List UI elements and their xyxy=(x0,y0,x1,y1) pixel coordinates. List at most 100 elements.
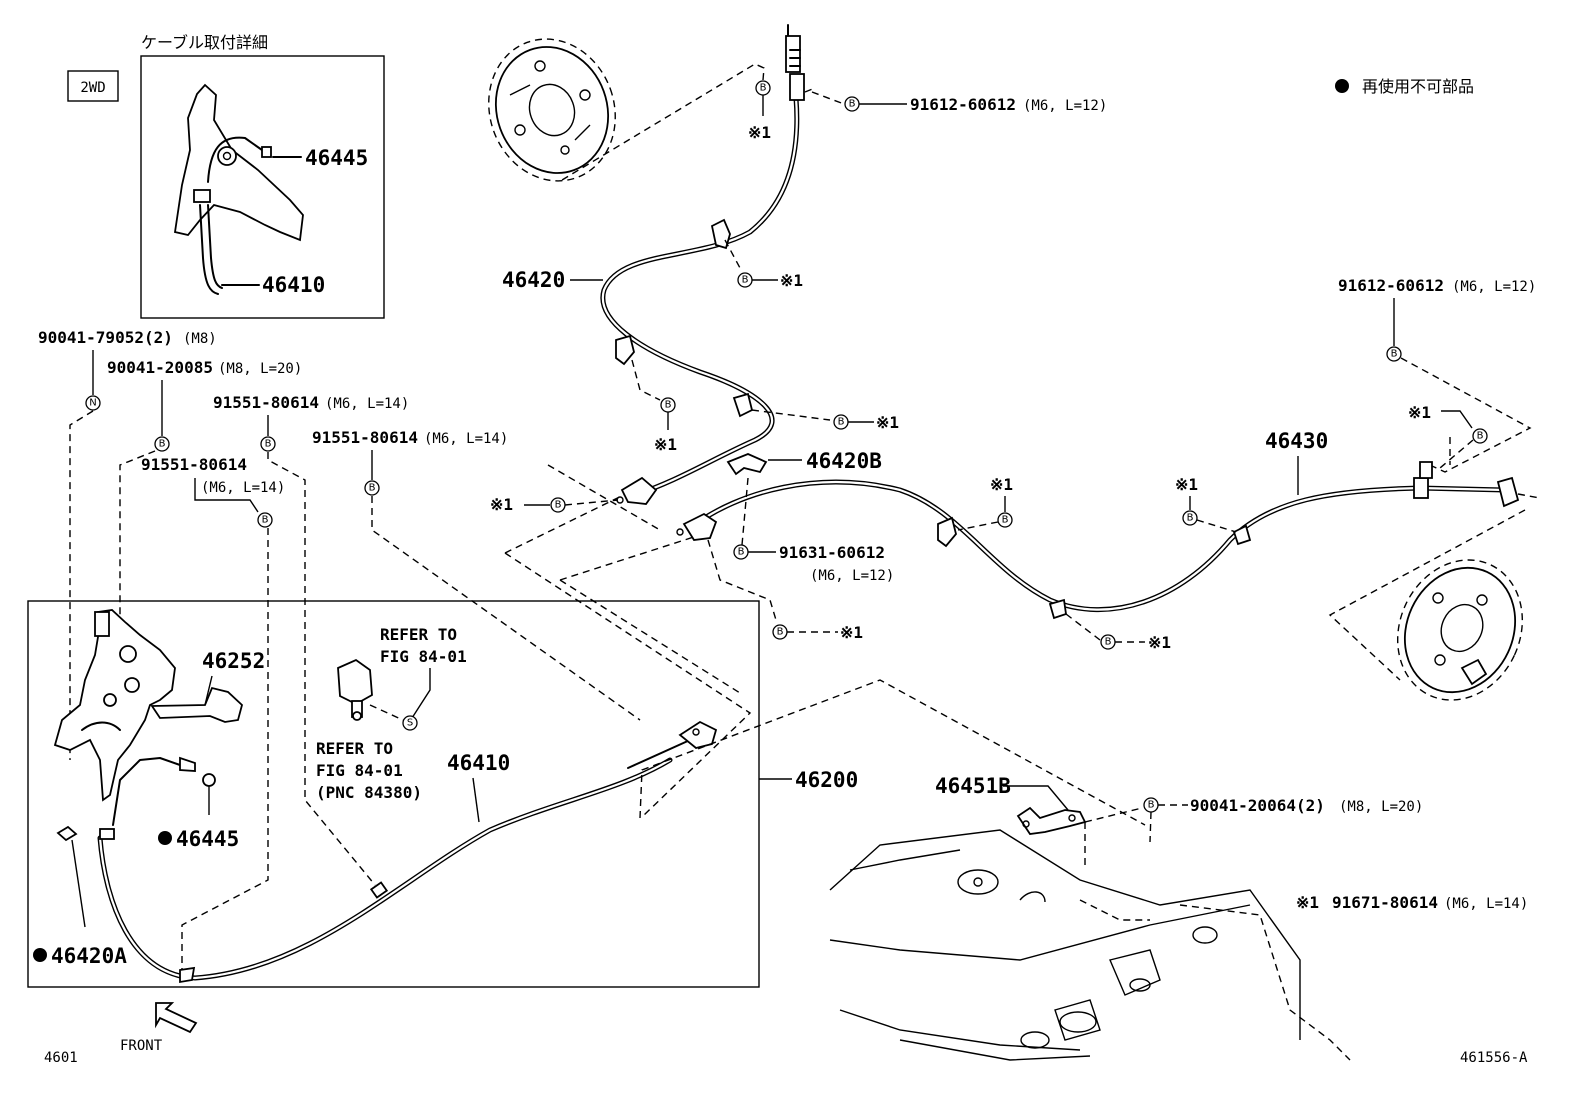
refer-2-line-3: (PNC 84380) xyxy=(316,783,422,802)
circle-b-callout: B xyxy=(364,480,380,496)
circle-s-callout: S xyxy=(402,715,418,731)
note-mark: ※1 xyxy=(876,413,899,432)
svg-text:B: B xyxy=(849,99,856,110)
bolt-91612-60612-top-spec: (M6, L=12) xyxy=(1023,98,1107,114)
cable-detail-inset xyxy=(140,55,385,319)
svg-text:B: B xyxy=(665,400,672,411)
drive-tag: 2WD xyxy=(80,80,105,96)
circle-b-callout: B xyxy=(660,397,676,413)
bolt-91551-80614-c: 91551-80614 xyxy=(141,455,247,474)
floor-pan-body xyxy=(829,829,1351,1061)
front-arrow-icon xyxy=(155,1002,198,1034)
svg-text:N: N xyxy=(89,398,96,409)
part-46430: 46430 xyxy=(1265,429,1328,453)
svg-text:B: B xyxy=(742,275,749,286)
refer-1-line-1: REFER TO xyxy=(380,625,457,644)
circle-b-callout: B xyxy=(772,624,788,640)
non-reusable-bullet-icon xyxy=(33,948,47,962)
stop-lamp-switch-component xyxy=(337,658,373,721)
svg-text:B: B xyxy=(1148,800,1155,811)
page-code: 4601 xyxy=(44,1050,78,1066)
circle-b-callout: B xyxy=(844,96,860,112)
part-46420b: 46420B xyxy=(806,449,882,473)
note-mark: ※1 xyxy=(780,271,803,290)
refer-1-line-2: FIG 84-01 xyxy=(380,647,467,666)
svg-text:B: B xyxy=(738,547,745,558)
circle-b-callout: B xyxy=(733,544,749,560)
circle-b-callout: B xyxy=(260,436,276,452)
note-mark: ※1 xyxy=(840,623,863,642)
svg-text:B: B xyxy=(555,500,562,511)
svg-text:B: B xyxy=(1187,513,1194,524)
legend-bullet-icon xyxy=(1335,79,1349,93)
note-mark: ※1 xyxy=(990,475,1013,494)
bolt-91631-60612-spec: (M6, L=12) xyxy=(810,568,894,584)
circle-b-callout: B xyxy=(154,436,170,452)
bolt-91551-80614-a: 91551-80614 xyxy=(213,393,319,412)
svg-text:S: S xyxy=(407,718,413,729)
footnote-mark: ※1 xyxy=(1296,893,1319,912)
circle-b-callout: B xyxy=(997,512,1013,528)
circle-b-callout: B xyxy=(550,497,566,513)
note-mark: ※1 xyxy=(490,495,513,514)
svg-text:B: B xyxy=(1391,349,1398,360)
bolt-90041-20064: 90041-20064(2) xyxy=(1190,796,1325,815)
bolt-90041-20085: 90041-20085 xyxy=(107,358,213,377)
circle-n-callout: N xyxy=(85,395,101,411)
assembly-46200-box xyxy=(27,600,760,988)
bolt-91671-80614: 91671-80614 xyxy=(1332,893,1438,912)
svg-text:B: B xyxy=(1105,637,1112,648)
note-mark: ※1 xyxy=(1148,633,1171,652)
bolt-91631-60612: 91631-60612 xyxy=(779,543,885,562)
part-46252: 46252 xyxy=(202,649,265,673)
circle-b-callout: B xyxy=(737,272,753,288)
note-mark: ※1 xyxy=(654,435,677,454)
part-46200: 46200 xyxy=(795,768,858,792)
bolt-91551-80614-a-spec: (M6, L=14) xyxy=(325,396,409,412)
bolt-91551-80614-b: 91551-80614 xyxy=(312,428,418,447)
circle-b-callout: B xyxy=(257,512,273,528)
svg-text:B: B xyxy=(369,483,376,494)
bolt-91551-80614-c-spec: (M6, L=14) xyxy=(201,480,285,496)
cable-detail-title: ケーブル取付詳細 xyxy=(141,33,268,52)
note-mark: ※1 xyxy=(1408,403,1431,422)
bolt-91612-60612-right: 91612-60612 xyxy=(1338,276,1444,295)
bolt-90041-20085-spec: (M8, L=20) xyxy=(218,361,302,377)
drive-tag-box xyxy=(67,70,119,102)
part-46420: 46420 xyxy=(502,268,565,292)
refer-2-line-2: FIG 84-01 xyxy=(316,761,403,780)
left-rear-backing-plate xyxy=(488,38,616,182)
part-46410: 46410 xyxy=(447,751,510,775)
note-mark: ※1 xyxy=(748,123,771,142)
svg-text:B: B xyxy=(262,515,269,526)
figure-id: 461556-A xyxy=(1460,1050,1528,1066)
legend-text: 再使用不可部品 xyxy=(1362,77,1474,96)
circle-b-callout: B xyxy=(1100,634,1116,650)
svg-text:B: B xyxy=(777,627,784,638)
part-46420a: 46420A xyxy=(51,944,127,968)
bolt-91612-60612-right-spec: (M6, L=12) xyxy=(1452,279,1536,295)
parking-brake-pedal-assembly xyxy=(53,609,244,802)
circle-b-callout: B xyxy=(1143,797,1159,813)
circle-b-callout: B xyxy=(833,414,849,430)
right-rear-backing-plate xyxy=(1396,559,1524,701)
note-mark: ※1 xyxy=(1175,475,1198,494)
circle-b-callout: B xyxy=(1386,346,1402,362)
circle-b-callout: B xyxy=(1182,510,1198,526)
clip-46445 xyxy=(202,773,216,787)
svg-text:B: B xyxy=(265,439,272,450)
part-46410-detail: 46410 xyxy=(262,273,325,297)
part-46445-detail: 46445 xyxy=(305,146,368,170)
svg-text:B: B xyxy=(760,83,767,94)
bolt-90041-79052: 90041-79052(2) xyxy=(38,328,173,347)
front-label: FRONT xyxy=(120,1038,163,1054)
bolt-90041-79052-spec: (M8) xyxy=(183,331,217,347)
svg-text:B: B xyxy=(838,417,845,428)
circle-b-callout: B xyxy=(1472,428,1488,444)
non-reusable-bullet-icon xyxy=(158,831,172,845)
svg-text:B: B xyxy=(159,439,166,450)
circle-b-callout: B xyxy=(755,80,771,96)
refer-2-line-1: REFER TO xyxy=(316,739,393,758)
part-46451b: 46451B xyxy=(935,774,1011,798)
bolt-91612-60612-top: 91612-60612 xyxy=(910,95,1016,114)
